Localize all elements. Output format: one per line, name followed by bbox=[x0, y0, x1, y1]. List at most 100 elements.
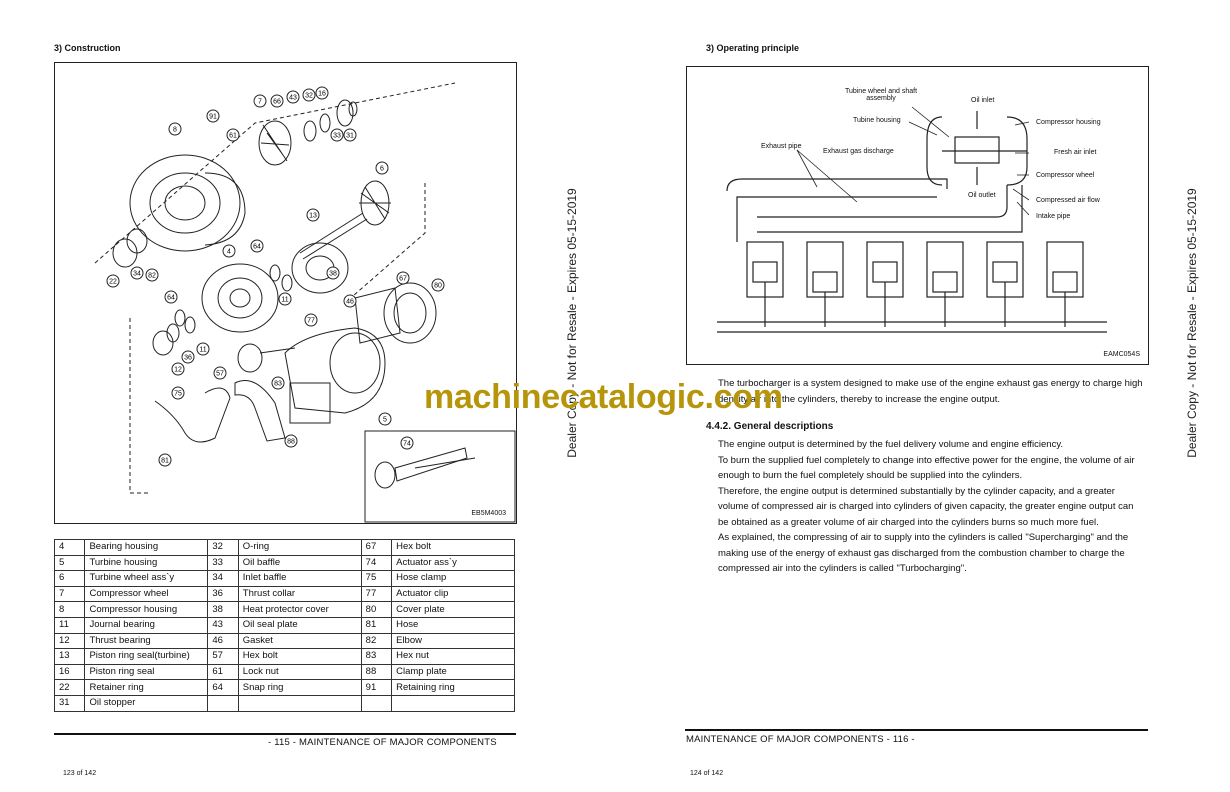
left-footer-rule bbox=[54, 733, 516, 735]
svg-text:11: 11 bbox=[199, 347, 206, 354]
label-compressor-wheel: Compressor wheel bbox=[1036, 172, 1095, 179]
callout-22: 22 bbox=[106, 274, 120, 288]
svg-text:12: 12 bbox=[174, 367, 182, 374]
right-figure-code: EAMC054S bbox=[1103, 351, 1140, 358]
part-number: 80 bbox=[360, 601, 393, 618]
part-name: Thrust collar bbox=[237, 585, 362, 603]
part-name: Oil seal plate bbox=[237, 616, 362, 634]
callout-67: 67 bbox=[396, 271, 410, 285]
part-name: Compressor housing bbox=[84, 601, 209, 618]
part-number: 57 bbox=[207, 648, 239, 665]
part-number: 88 bbox=[360, 663, 393, 681]
intro-text: The turbocharger is a system designed to… bbox=[718, 378, 1143, 405]
svg-text:67: 67 bbox=[399, 276, 407, 283]
left-footer: - 115 - MAINTENANCE OF MAJOR COMPONENTS bbox=[268, 737, 497, 748]
part-number: 74 bbox=[360, 554, 393, 572]
callout-6: 6 bbox=[375, 161, 389, 175]
callout-4: 4 bbox=[222, 244, 236, 258]
part-name bbox=[237, 694, 362, 712]
left-figure-code: EB5M4003 bbox=[471, 510, 506, 517]
part-name: Actuator clip bbox=[391, 585, 515, 603]
part-name: Cover plate bbox=[391, 601, 515, 618]
callout-34: 34 bbox=[130, 266, 144, 280]
part-name: Retainer ring bbox=[84, 679, 209, 696]
part-name: Turbine housing bbox=[84, 554, 209, 572]
part-name: O-ring bbox=[237, 539, 362, 556]
part-number: 46 bbox=[207, 632, 239, 650]
part-number: 31 bbox=[53, 694, 86, 712]
svg-text:6: 6 bbox=[380, 166, 384, 173]
part-number: 13 bbox=[53, 648, 86, 665]
turbo-engine-diagram bbox=[717, 106, 1107, 333]
svg-text:36: 36 bbox=[184, 355, 192, 362]
part-number bbox=[207, 694, 239, 712]
part-name: Thrust bearing bbox=[84, 632, 209, 650]
part-number: 36 bbox=[207, 585, 239, 603]
part-name: Compressor wheel bbox=[84, 585, 209, 603]
part-number: 6 bbox=[53, 570, 86, 587]
svg-text:64: 64 bbox=[253, 244, 261, 251]
part-name: Turbine wheel ass`y bbox=[84, 570, 209, 587]
label-fresh-air: Fresh air inlet bbox=[1054, 149, 1097, 156]
svg-text:43: 43 bbox=[289, 95, 297, 102]
part-number: 38 bbox=[207, 601, 239, 618]
callout-32: 32 bbox=[302, 88, 316, 102]
svg-text:34: 34 bbox=[133, 271, 141, 278]
part-name: Actuator ass`y bbox=[391, 554, 515, 572]
svg-text:64: 64 bbox=[167, 295, 175, 302]
part-name bbox=[391, 694, 515, 712]
exploded-view-figure: 8 91 61 7 66 43 32 16 33 31 6 13 22 34 8… bbox=[54, 62, 517, 524]
label-turbine-wheel: Tubine wheel and shaft assembly bbox=[844, 88, 918, 102]
svg-text:88: 88 bbox=[287, 439, 295, 446]
svg-text:33: 33 bbox=[333, 133, 341, 140]
paragraph: The engine output is determined by the f… bbox=[718, 439, 1064, 450]
part-name: Oil stopper bbox=[84, 694, 209, 712]
part-number: 64 bbox=[207, 679, 239, 696]
part-number: 8 bbox=[53, 601, 86, 618]
part-name: Snap ring bbox=[237, 679, 362, 696]
callout-83: 83 bbox=[271, 376, 285, 390]
svg-text:61: 61 bbox=[229, 133, 237, 140]
callout-57: 57 bbox=[213, 366, 227, 380]
svg-text:13: 13 bbox=[309, 213, 317, 220]
callout-5: 5 bbox=[378, 412, 392, 426]
part-number: 22 bbox=[53, 679, 86, 696]
callout-80: 80 bbox=[431, 278, 445, 292]
svg-text:11: 11 bbox=[281, 297, 288, 304]
svg-text:57: 57 bbox=[216, 371, 224, 378]
part-name: Piston ring seal(turbine) bbox=[84, 648, 209, 665]
callout-64: 64 bbox=[250, 239, 264, 253]
label-intake-pipe: Intake pipe bbox=[1036, 213, 1071, 220]
svg-text:66: 66 bbox=[273, 99, 281, 106]
svg-text:31: 31 bbox=[346, 133, 354, 140]
callout-43: 43 bbox=[286, 90, 300, 104]
paragraph: Therefore, the engine output is determin… bbox=[718, 485, 1134, 528]
part-number: 33 bbox=[207, 554, 239, 572]
svg-text:81: 81 bbox=[161, 458, 169, 465]
part-name: Oil baffle bbox=[237, 554, 362, 572]
right-footer-rule bbox=[685, 729, 1148, 731]
part-name: Hex nut bbox=[391, 648, 515, 665]
callout-74: 74 bbox=[400, 436, 414, 450]
paragraph: To burn the supplied fuel completely to … bbox=[718, 454, 1135, 482]
part-number: 61 bbox=[207, 663, 239, 681]
callout-38: 38 bbox=[326, 266, 340, 280]
svg-text:8: 8 bbox=[173, 127, 177, 134]
site-watermark: machinecatalogic.com bbox=[424, 378, 783, 416]
left-page-count: 123 of 142 bbox=[63, 770, 97, 777]
label-oil-inlet: Oil inlet bbox=[971, 97, 995, 104]
part-name: Clamp plate bbox=[391, 663, 515, 681]
part-number: 91 bbox=[360, 679, 393, 696]
label-oil-outlet: Oil outlet bbox=[968, 192, 996, 199]
part-name: Hose clamp bbox=[391, 570, 515, 587]
part-number: 16 bbox=[53, 663, 86, 681]
svg-text:82: 82 bbox=[148, 273, 156, 280]
left-section-title: 3) Construction bbox=[54, 43, 121, 53]
part-name: Bearing housing bbox=[84, 539, 209, 556]
svg-text:74: 74 bbox=[403, 441, 411, 448]
